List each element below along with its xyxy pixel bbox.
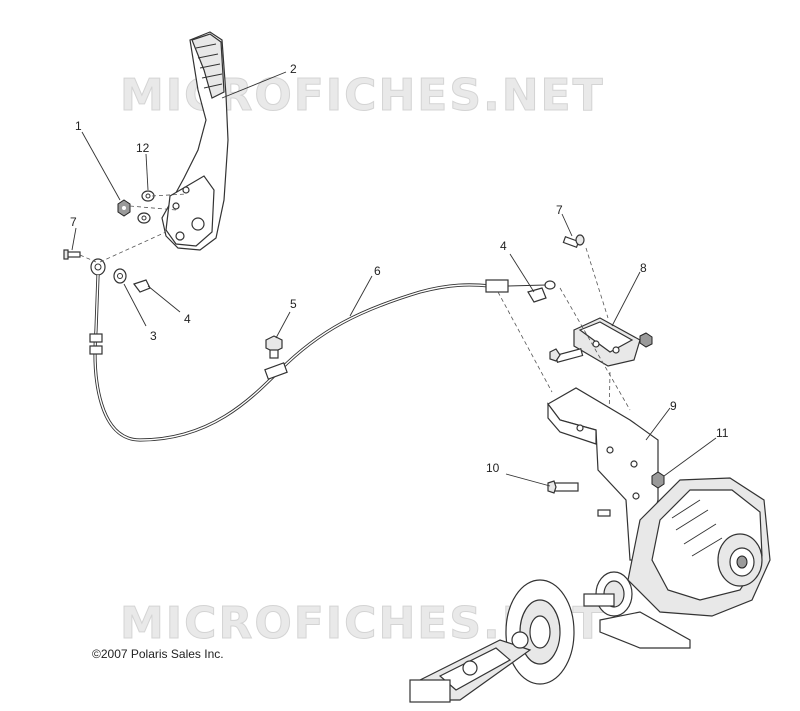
callout-12: 12 [136,141,150,155]
callout-8: 8 [640,261,647,275]
callout-leaders [71,71,717,487]
washer-part-12 [137,190,155,224]
cable-end-left [90,258,151,293]
clevis-pin-left [63,249,81,260]
callout-4-right: 4 [500,239,507,253]
brake-cable [89,274,556,442]
callout-7-right: 7 [556,203,563,217]
watermark-top: MICROFICHES.NET [120,70,605,121]
brake-disc [505,579,575,685]
drive-shaft [409,631,532,703]
callout-4-left: 4 [184,312,191,326]
copyright-text: ©2007 Polaris Sales Inc. [92,647,224,661]
nut-part-1 [117,199,131,217]
callout-6: 6 [374,264,381,278]
callout-10: 10 [486,461,500,475]
bolt-small-bracket [597,509,611,517]
callout-9: 9 [670,399,677,413]
callout-11: 11 [716,426,729,440]
bolt-part-10 [547,480,579,494]
nut-part-11 [651,471,665,489]
callout-1: 1 [75,119,82,133]
hand-brake-lever [161,31,229,251]
caliper-part-8 [573,317,653,367]
bolt-part-5 [265,335,283,359]
callout-2: 2 [290,62,297,76]
assembly-guide-lines [79,193,631,471]
clip-part-4-right [527,287,547,303]
gearcase-assembly [583,477,771,649]
callout-7-left: 7 [70,215,77,229]
caliper-bolt [549,348,584,363]
callout-5: 5 [290,297,297,311]
callout-3: 3 [150,329,157,343]
clevis-pin-right [562,234,585,248]
